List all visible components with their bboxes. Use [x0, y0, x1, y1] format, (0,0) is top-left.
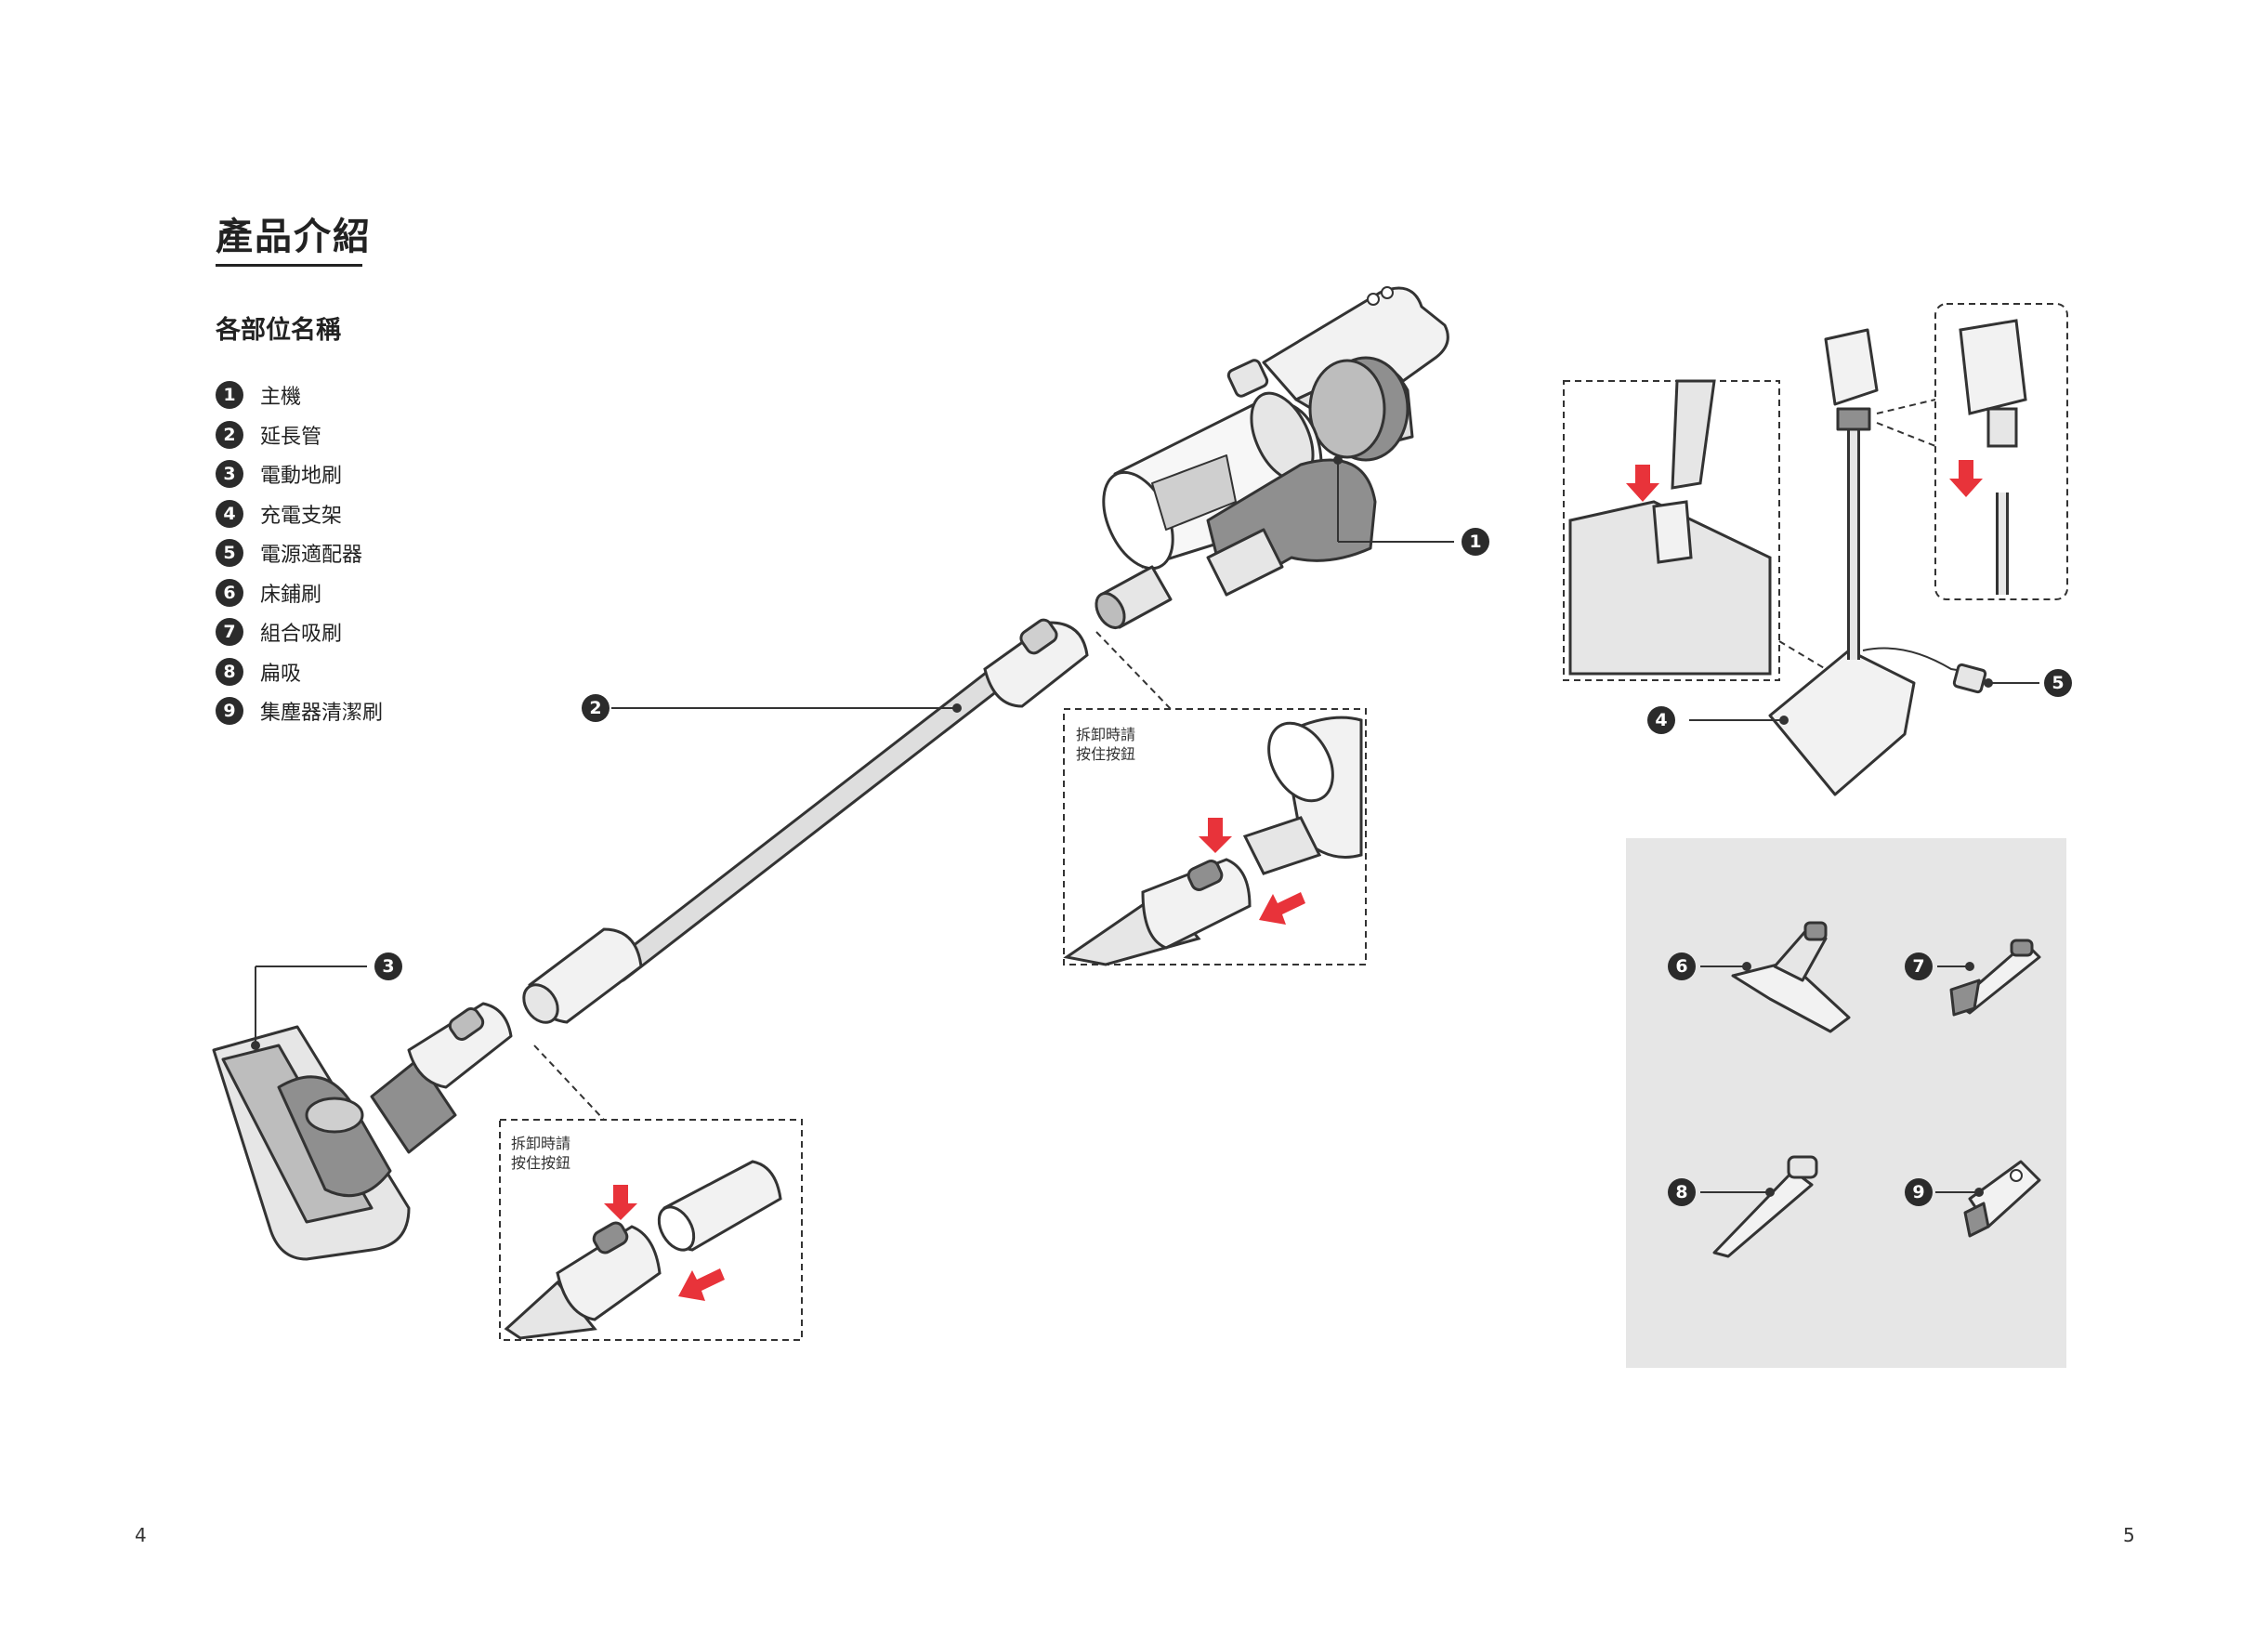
page-number-left: 4 — [135, 1524, 147, 1546]
callout-badge: 6 — [1668, 952, 1696, 980]
release-note-line: 拆卸時請 — [511, 1134, 595, 1153]
page-number-right: 5 — [2123, 1524, 2135, 1546]
extension-tube-drawing — [517, 617, 1087, 1029]
callout-badge: 1 — [1462, 528, 1489, 556]
callout-badge: 9 — [1905, 1178, 1933, 1206]
release-detail-upper — [1064, 632, 1366, 965]
stand-detail-left — [1564, 381, 1826, 680]
callout-badge: 2 — [582, 694, 610, 722]
release-detail-lower — [500, 1045, 802, 1340]
callout-badge: 8 — [1668, 1178, 1696, 1206]
main-unit-drawing — [1090, 287, 1449, 633]
release-note-line: 按住按鈕 — [1076, 744, 1160, 764]
callout-badge: 4 — [1647, 706, 1675, 734]
charging-stand-drawing — [1770, 330, 1986, 795]
release-note-lower: 拆卸時請 按住按鈕 — [511, 1134, 595, 1173]
callout-badge: 7 — [1905, 952, 1933, 980]
callout-badge: 3 — [374, 952, 402, 980]
release-note-line: 按住按鈕 — [511, 1153, 595, 1173]
callout-badge: 5 — [2044, 669, 2072, 697]
stand-detail-right — [1877, 304, 2067, 599]
accessory-drawings — [1714, 923, 2039, 1256]
release-note-line: 拆卸時請 — [1076, 725, 1160, 744]
release-note-upper: 拆卸時請 按住按鈕 — [1076, 725, 1160, 764]
